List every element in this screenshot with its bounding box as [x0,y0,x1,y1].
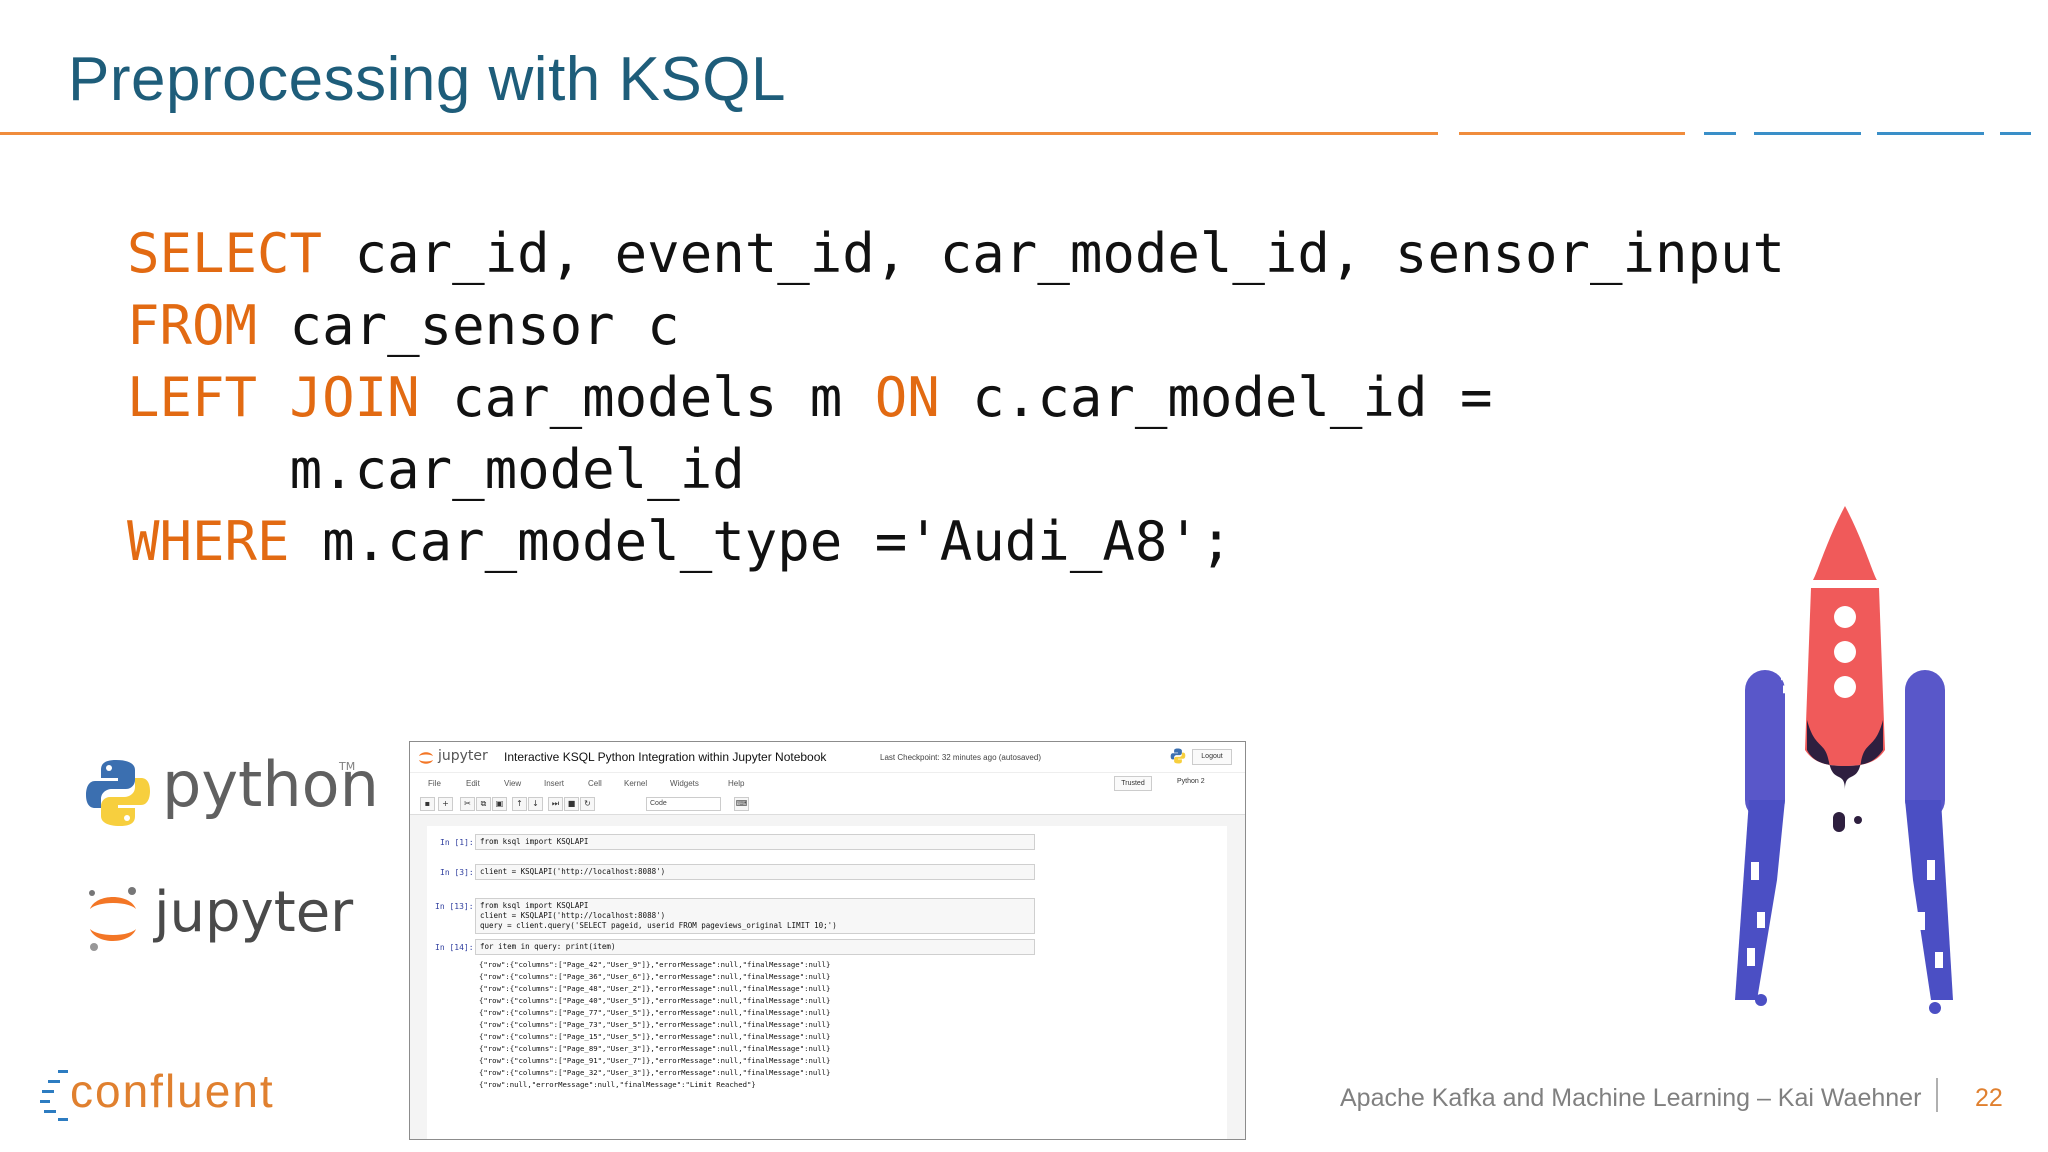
cut-icon[interactable]: ✂ [460,797,475,811]
slide-title: Preprocessing with KSQL [68,45,786,114]
title-rule-orange-2 [1459,132,1685,135]
code-cell[interactable]: from ksql import KSQLAPI [475,834,1035,850]
cell-prompt: In [1]: [440,838,474,847]
sql-text: m.car_model_type ='Audi_A8'; [289,510,1233,573]
menu-widgets[interactable]: Widgets [670,779,699,788]
sql-keyword: WHERE [127,510,290,573]
stop-icon[interactable]: ■ [564,797,579,811]
notebook-checkpoint: Last Checkpoint: 32 minutes ago (autosav… [880,753,1041,762]
trusted-badge[interactable]: Trusted [1114,776,1152,791]
menu-cell[interactable]: Cell [588,779,602,788]
sql-line-1: SELECT car_id, event_id, car_model_id, s… [127,222,1785,285]
save-icon[interactable]: ▪ [420,797,435,811]
sql-keyword: LEFT JOIN [127,366,420,429]
menu-view[interactable]: View [504,779,522,788]
sql-keyword: FROM [127,294,258,357]
sql-text: car_models m [419,366,875,429]
rocket-ksql-label: KSQL [1779,643,1797,696]
title-rule-orange [0,132,1438,135]
code-cell[interactable]: client = KSQLAPI('http://localhost:8088'… [475,864,1035,880]
title-rule-blue-2 [1754,132,1861,135]
cell-prompt: In [13]: [435,902,474,911]
title-rule-blue-3 [1877,132,1984,135]
confluent-logo-text: confluent [70,1065,275,1117]
cell-output: {"row":{"columns":["Page_42","User_9"]},… [479,960,831,1089]
logout-button[interactable]: Logout [1192,749,1232,765]
jupyter-logo-icon [89,887,136,951]
kernel-indicator: Python 2 [1177,778,1205,785]
python-logo-icon [86,760,150,826]
confluent-logo-icon [40,1070,68,1121]
page-number: 22 [1975,1084,2003,1112]
notebook-menubar: File Edit View Insert Cell Kernel Widget… [410,772,1245,795]
menu-edit[interactable]: Edit [466,779,480,788]
menu-help[interactable]: Help [728,779,745,788]
paste-icon[interactable]: ▣ [492,797,507,811]
sql-text: m.car_model_id [289,438,745,501]
sql-code-block: SELECT car_id, event_id, car_model_id, s… [127,218,1785,578]
sql-indent [127,438,290,501]
add-cell-icon[interactable]: + [438,797,453,811]
move-down-icon[interactable]: ↓ [528,797,543,811]
copy-icon[interactable]: ⧉ [476,797,491,811]
ksql-rocket-icon [1735,506,1953,1014]
sql-keyword: ON [874,366,940,429]
notebook-cells: In [1]: from ksql import KSQLAPI In [3]:… [427,826,1227,1139]
sql-keyword: SELECT [127,222,323,285]
footer-divider [1936,1078,1938,1112]
sql-line-4: m.car_model_id [127,438,745,501]
python-kernel-icon [1170,748,1186,764]
notebook-header: jupyter Interactive KSQL Python Integrat… [410,742,1245,772]
sql-line-3: LEFT JOIN car_models m ON c.car_model_id… [127,366,1492,429]
notebook-logo-text: jupyter [438,748,488,764]
sql-line-2: FROM car_sensor c [127,294,680,357]
sql-text: c.car_model_id = [939,366,1493,429]
notebook-title[interactable]: Interactive KSQL Python Integration with… [504,750,827,764]
cell-type-select[interactable]: Code [646,797,721,811]
code-cell[interactable]: for item in query: print(item) [475,939,1035,955]
python-trademark: TM [339,760,356,773]
sql-line-5: WHERE m.car_model_type ='Audi_A8'; [127,510,1232,573]
keyboard-icon[interactable]: ⌨ [734,797,749,811]
sql-text: car_sensor c [257,294,680,357]
move-up-icon[interactable]: ↑ [512,797,527,811]
restart-icon[interactable]: ↻ [580,797,595,811]
menu-kernel[interactable]: Kernel [624,779,648,788]
run-icon[interactable]: ⏭ [548,797,563,811]
jupyter-logo-text: jupyter [154,880,354,945]
code-cell[interactable]: from ksql import KSQLAPI client = KSQLAP… [475,898,1035,934]
slide-footer: Apache Kafka and Machine Learning – Kai … [1340,1084,1922,1112]
notebook-screenshot: jupyter Interactive KSQL Python Integrat… [409,741,1246,1140]
title-rule-blue-1 [1704,132,1736,135]
python-logo-text: python [162,748,379,821]
jupyter-small-icon [419,752,433,764]
menu-file[interactable]: File [428,779,441,788]
cell-prompt: In [3]: [440,868,474,877]
notebook-toolbar: ▪ + ✂ ⧉ ▣ ↑ ↓ ⏭ ■ ↻ Code ⌨ [410,794,1245,815]
cell-prompt: In [14]: [435,943,474,952]
menu-insert[interactable]: Insert [544,779,565,788]
sql-text: car_id, event_id, car_model_id, sensor_i… [322,222,1786,285]
title-rule-blue-4 [2000,132,2031,135]
